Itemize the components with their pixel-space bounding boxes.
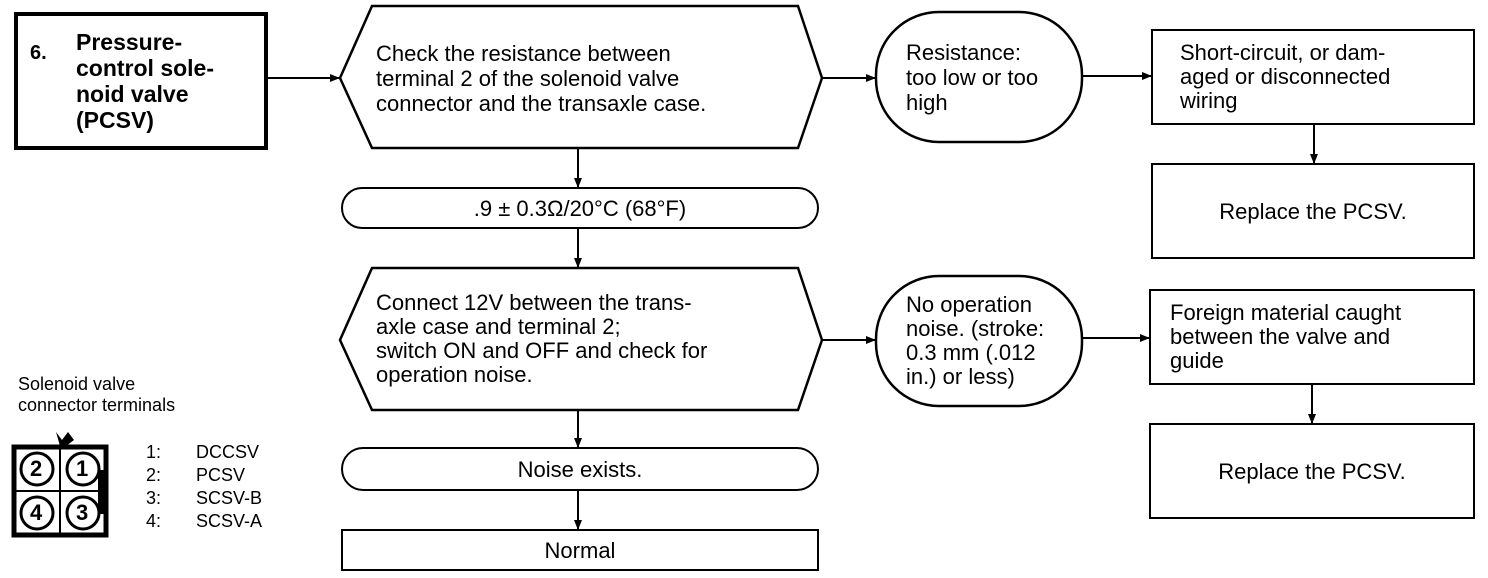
start-title: Pressure- control sole- noid valve (PCSV… — [76, 29, 215, 133]
legend-name: SCSV-B — [196, 488, 263, 508]
spec-pill-shape — [341, 187, 819, 229]
legend-name: SCSV-A — [196, 511, 263, 531]
fail2-rounded-shape — [874, 274, 1084, 408]
action2-text: Replace the PCSV. — [1218, 458, 1406, 484]
legend-name: DCCSV — [196, 442, 260, 462]
start-box-shape — [14, 12, 268, 150]
noise-pill-shape — [341, 447, 819, 491]
connector-caption: Solenoid valve connector terminals — [18, 374, 176, 415]
cause2-text: Foreign material caught between the valv… — [1170, 300, 1402, 373]
pin-label: 3 — [76, 500, 89, 525]
pin-label: 2 — [30, 456, 43, 481]
action1-text: Replace the PCSV. — [1219, 198, 1407, 224]
spec-text: .9 ± 0.3Ω/20°C (68°F) — [473, 195, 687, 221]
fail2-text: No operation noise. (stroke: 0.3 mm (.01… — [906, 292, 1045, 389]
legend-name: PCSV — [196, 465, 246, 485]
cause1-text: Short-circuit, or dam- aged or disconnec… — [1180, 40, 1391, 113]
action2-box-shape — [1149, 423, 1475, 519]
fail1-text: Resistance: too low or too high — [906, 39, 1039, 115]
pin-label: 4 — [30, 500, 43, 525]
step1-text: Check the resistance between terminal 2 … — [376, 40, 707, 116]
legend-number: 1: — [146, 442, 162, 462]
step2-text: Connect 12V between the trans- axle case… — [376, 290, 708, 387]
result-box-shape — [341, 529, 819, 571]
legend-number: 4: — [146, 511, 162, 531]
legend-number: 2: — [146, 465, 162, 485]
action1-box-shape — [1151, 163, 1475, 259]
start-number: 6. — [30, 41, 47, 64]
pin-label: 1 — [76, 456, 89, 481]
connector-diagram — [11, 432, 109, 538]
noise-text: Noise exists. — [517, 456, 643, 482]
legend-number: 3: — [146, 488, 162, 508]
result-text: Normal — [544, 537, 616, 563]
